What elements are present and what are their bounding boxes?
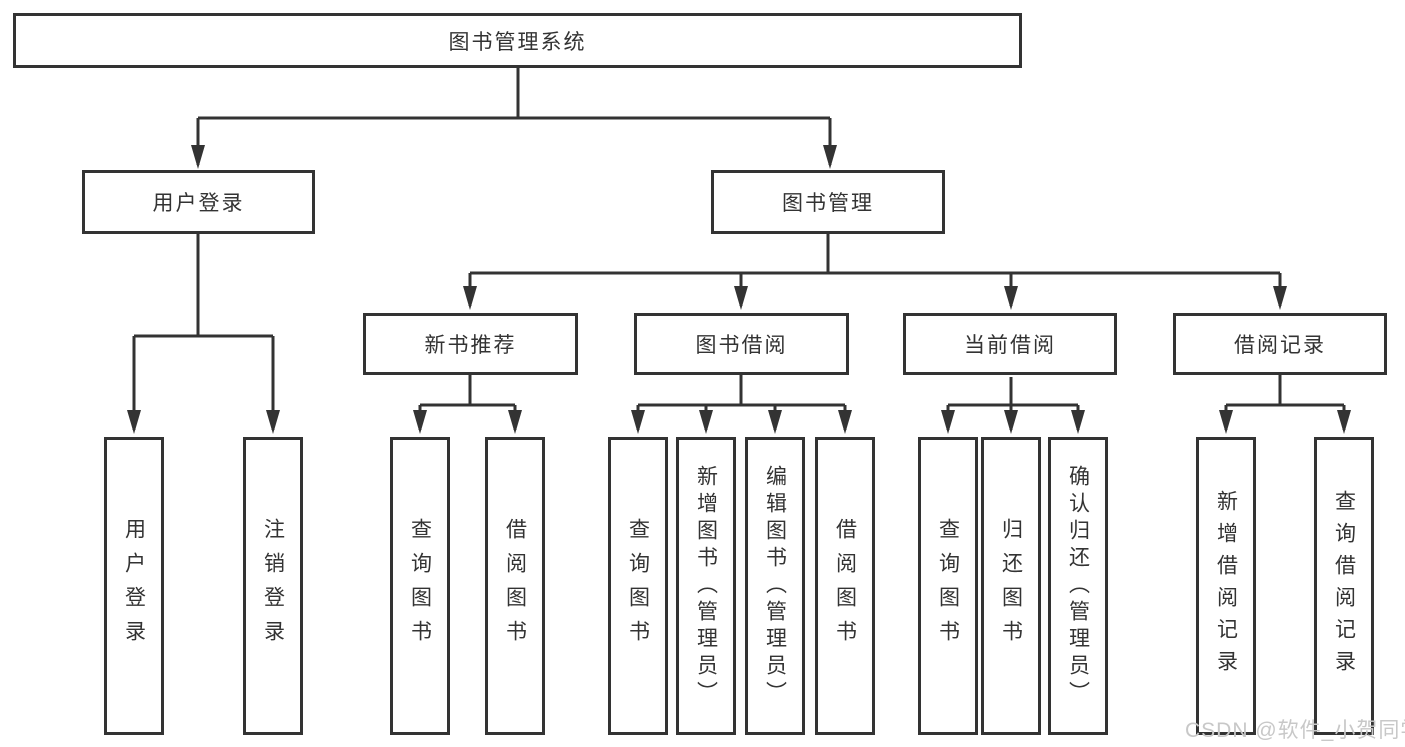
node-leaf-add-borrow-record: 新增借阅记录	[1196, 437, 1256, 735]
node-label: 查询图书	[408, 518, 432, 654]
connector-book-management	[468, 234, 1282, 306]
node-label: 图书管理	[782, 192, 874, 215]
node-leaf-borrow-books-recommend: 借阅图书	[485, 437, 545, 735]
node-leaf-user-login: 用户登录	[104, 437, 164, 735]
node-label: 新增图书（管理员）	[694, 464, 718, 708]
node-label: 用户登录	[122, 518, 146, 654]
arrowhead-icons	[127, 145, 1351, 434]
node-leaf-confirm-return-admin: 确认归还（管理员）	[1048, 437, 1108, 735]
node-new-book-recommend: 新书推荐	[363, 313, 578, 375]
node-book-management: 图书管理	[711, 170, 945, 234]
node-leaf-edit-books-admin: 编辑图书（管理员）	[745, 437, 805, 735]
node-label: 图书借阅	[695, 334, 788, 357]
node-leaf-return-books: 归还图书	[981, 437, 1041, 735]
connector-user-login	[132, 234, 275, 430]
node-borrow-records: 借阅记录	[1173, 313, 1387, 375]
node-current-borrow: 当前借阅	[903, 313, 1117, 375]
node-label: 编辑图书（管理员）	[763, 464, 787, 708]
node-leaf-query-books-recommend: 查询图书	[390, 437, 450, 735]
node-label: 确认归还（管理员）	[1066, 464, 1090, 708]
node-label: 新书推荐	[424, 334, 517, 357]
node-leaf-logout: 注销登录	[243, 437, 303, 735]
node-label: 归还图书	[999, 518, 1023, 654]
watermark: CSDN @软件_小贺同学	[1185, 719, 1405, 742]
node-label: 查询借阅记录	[1332, 490, 1356, 682]
node-label: 图书管理系统	[448, 30, 587, 54]
node-leaf-query-borrow-record: 查询借阅记录	[1314, 437, 1374, 735]
node-label: 查询图书	[936, 518, 960, 654]
node-leaf-add-books-admin: 新增图书（管理员）	[676, 437, 736, 735]
node-user-login: 用户登录	[82, 170, 315, 234]
node-library-system: 图书管理系统	[13, 13, 1022, 68]
connector-borrow-records	[1224, 375, 1346, 430]
node-label: 查询图书	[626, 518, 650, 654]
node-label: 新增借阅记录	[1214, 490, 1238, 682]
connector-root	[196, 68, 832, 165]
connector-book-borrow	[636, 375, 847, 430]
node-label: 借阅图书	[503, 518, 527, 654]
node-leaf-query-books-current: 查询图书	[918, 437, 978, 735]
node-label: 当前借阅	[964, 334, 1056, 357]
node-label: 借阅图书	[833, 518, 857, 654]
node-leaf-borrow-books: 借阅图书	[815, 437, 875, 735]
node-label: 借阅记录	[1234, 334, 1326, 357]
node-leaf-query-books-borrow: 查询图书	[608, 437, 668, 735]
connector-new-book	[418, 375, 517, 430]
node-label: 注销登录	[261, 518, 285, 654]
node-label: 用户登录	[152, 192, 245, 215]
node-book-borrow: 图书借阅	[634, 313, 849, 375]
